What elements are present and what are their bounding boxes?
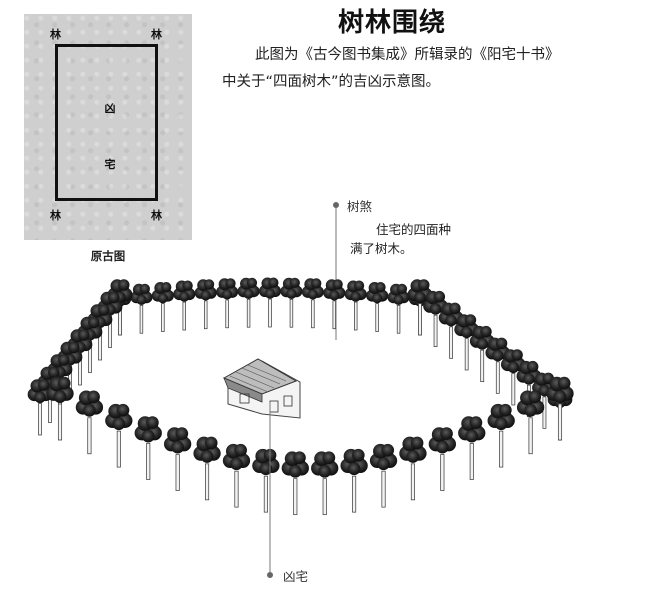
tree-icon xyxy=(216,278,239,329)
tree-icon xyxy=(399,436,427,501)
tree-row-front xyxy=(46,376,574,516)
tree-icon xyxy=(438,302,464,359)
corner-mark-top-right: 林 xyxy=(151,28,162,41)
tree-note-line-2: 满了树木。 xyxy=(350,241,413,256)
tree-icon xyxy=(323,279,346,330)
pointer-line-bottom xyxy=(267,402,273,578)
tree-icon xyxy=(301,278,324,329)
tree-icon xyxy=(458,416,486,480)
page-title: 树林围绕 xyxy=(338,8,447,38)
tree-icon xyxy=(105,403,133,468)
tree-icon xyxy=(485,337,511,394)
tree-icon xyxy=(487,403,515,468)
tree-icon xyxy=(151,282,174,332)
tree-icon xyxy=(532,372,557,429)
description: 此图为《古今图书集成》所辑录的《阳宅十书》 中关于“四面树木”的吉凶示意图。 xyxy=(222,42,612,96)
house-boundary-frame xyxy=(55,44,158,201)
tree-row-back xyxy=(108,277,432,336)
tree-icon xyxy=(173,280,196,331)
description-line-2: 中关于“四面树木”的吉凶示意图。 xyxy=(222,74,441,90)
diagram-center-top: 凶 xyxy=(104,102,116,115)
tree-icon xyxy=(194,279,217,330)
tree-icon xyxy=(222,443,251,508)
tree-icon xyxy=(340,448,368,513)
tree-icon xyxy=(97,291,123,348)
corner-mark-top-left: 林 xyxy=(50,28,61,41)
corner-mark-bottom-left: 林 xyxy=(50,209,61,222)
tree-icon xyxy=(428,427,457,491)
tree-icon xyxy=(252,448,280,513)
tree-icon xyxy=(134,416,162,480)
description-line-1: 此图为《古今图书集成》所辑录的《阳宅十书》 xyxy=(255,47,560,63)
tree-icon xyxy=(193,436,221,501)
ancient-diagram: 林 林 林 林 凶 宅 xyxy=(24,14,192,240)
tree-icon xyxy=(366,282,389,332)
tree-row-right xyxy=(407,279,573,441)
tree-icon xyxy=(344,280,367,331)
tree-icon xyxy=(546,376,574,441)
tree-icon xyxy=(469,325,495,383)
tree-icon xyxy=(407,279,433,336)
ancient-diagram-caption: 原古图 xyxy=(90,249,126,263)
pointer-label-ill-fated-house: 凶宅 xyxy=(283,569,309,584)
tree-icon xyxy=(516,360,542,418)
tree-icon xyxy=(516,390,545,455)
tree-note-line-1: 住宅的四面种 xyxy=(376,222,452,237)
tree-icon xyxy=(163,427,192,491)
tree-note: 住宅的四面种 满了树木。 xyxy=(350,220,480,258)
tree-icon xyxy=(311,451,339,516)
tree-icon xyxy=(387,283,410,334)
tree-icon xyxy=(75,390,104,455)
tree-icon xyxy=(369,443,398,508)
tree-icon xyxy=(258,277,282,328)
tree-icon xyxy=(237,277,260,328)
pointer-label-tree-evil: 树煞 xyxy=(347,199,373,214)
pointer-line-top xyxy=(333,202,339,340)
tree-icon xyxy=(46,376,74,441)
house-icon xyxy=(222,358,301,419)
tree-icon xyxy=(281,451,309,516)
tree-icon xyxy=(130,283,153,334)
tree-icon xyxy=(280,277,303,328)
diagram-center-bottom: 宅 xyxy=(104,158,116,171)
tree-icon xyxy=(454,314,480,371)
corner-mark-bottom-right: 林 xyxy=(151,209,162,222)
tree-icon xyxy=(27,379,53,436)
